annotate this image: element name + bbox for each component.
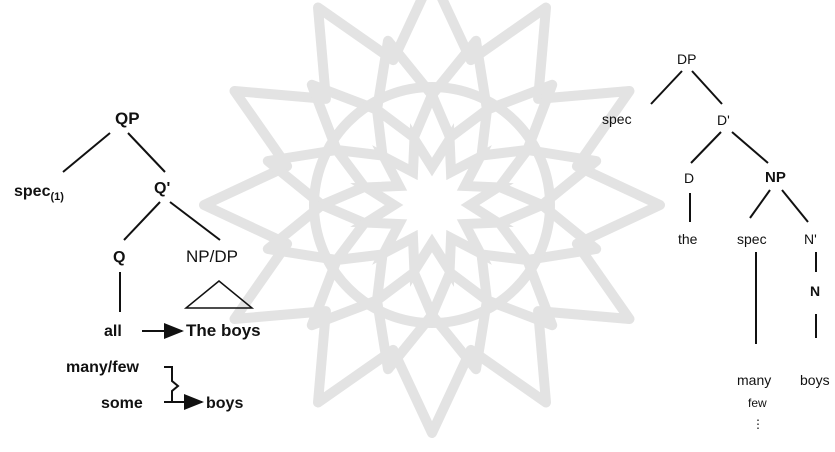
edge-dbar-np bbox=[732, 132, 768, 163]
q-word: all bbox=[104, 323, 122, 340]
np-node: NP bbox=[765, 169, 786, 186]
edge-qp-qbar bbox=[128, 133, 165, 172]
np-spec-node: spec bbox=[737, 231, 767, 247]
alt-quantifier-1: many/few bbox=[66, 359, 139, 376]
spec-node: spec bbox=[602, 111, 632, 127]
n-node: N bbox=[810, 283, 820, 299]
spec-word-2: few bbox=[748, 396, 767, 410]
np-dp-node: NP/DP bbox=[186, 247, 238, 266]
alt-quantifier-2: some bbox=[101, 395, 143, 412]
mandala-ring bbox=[366, 139, 497, 270]
qbar-node: Q' bbox=[154, 180, 170, 197]
left-tree: QP spec(1) Q' Q NP/DP all The boys many/… bbox=[14, 109, 261, 412]
qp-node: QP bbox=[115, 109, 140, 128]
dbar-node: D' bbox=[717, 112, 730, 128]
edge-np-spec bbox=[750, 190, 770, 218]
d-word: the bbox=[678, 231, 698, 247]
np-phrase: The boys bbox=[186, 321, 261, 340]
dp-node: DP bbox=[677, 51, 696, 67]
edge-qp-spec bbox=[63, 133, 110, 172]
n-word: boys bbox=[800, 372, 830, 388]
edge-dp-dbar bbox=[692, 71, 722, 104]
bracket-icon bbox=[164, 367, 178, 402]
spec-word-1: many bbox=[737, 372, 771, 388]
q-node: Q bbox=[113, 249, 125, 266]
d-node: D bbox=[684, 170, 694, 186]
spec-node: spec(1) bbox=[14, 183, 64, 203]
mandala-watermark bbox=[204, 0, 660, 433]
edge-qbar-q bbox=[124, 202, 160, 240]
nbar-node: N' bbox=[804, 231, 817, 247]
alt-target: boys bbox=[206, 395, 243, 412]
edge-np-nbar bbox=[782, 190, 808, 222]
edge-dbar-d bbox=[691, 132, 721, 163]
right-tree: DP spec D' D NP the spec N' N many few ⋮… bbox=[602, 51, 830, 431]
spec-ellipsis: ⋮ bbox=[752, 417, 764, 431]
edge-dp-spec bbox=[651, 71, 682, 104]
